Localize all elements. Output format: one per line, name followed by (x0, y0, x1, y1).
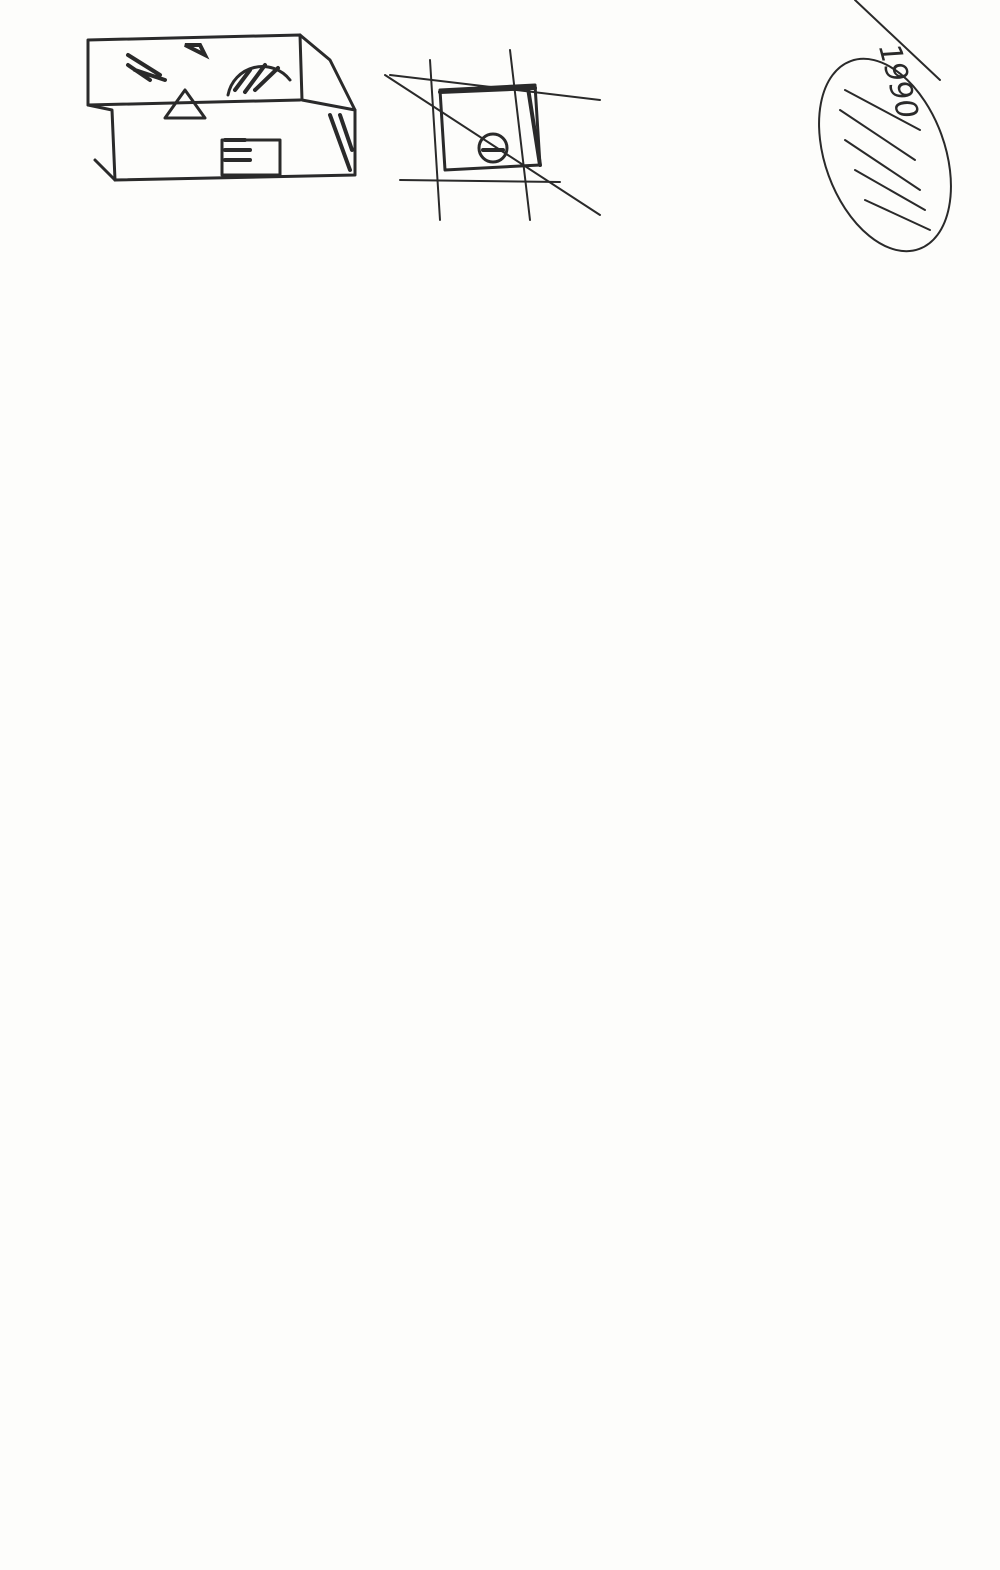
grid-box-sketch (384, 49, 601, 221)
signature-oval (818, 0, 952, 253)
building-block-sketch (86, 33, 357, 182)
